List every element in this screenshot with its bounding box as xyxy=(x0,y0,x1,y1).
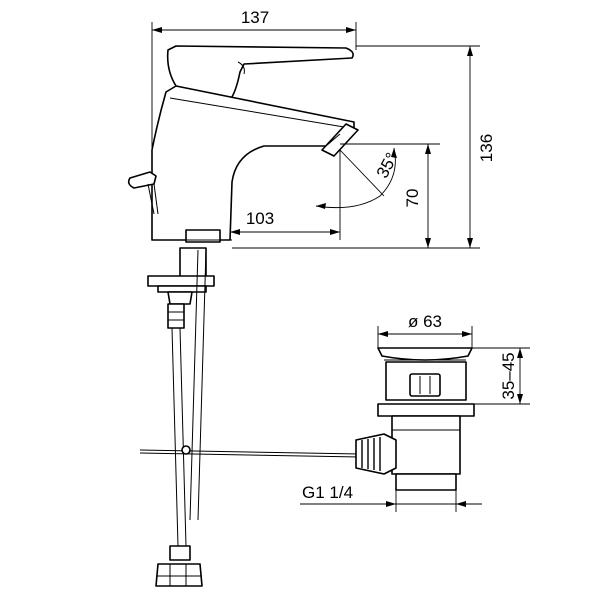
dim-waste-height: 35–45 xyxy=(499,352,518,399)
dimension-lines xyxy=(151,22,530,512)
supply-hose-right xyxy=(189,249,199,521)
dim-overall-height: 136 xyxy=(477,134,496,162)
dim-overall-width: 137 xyxy=(241,8,269,27)
threaded-shank xyxy=(179,247,207,279)
faucet xyxy=(127,45,359,587)
dim-waste-diameter: ø 63 xyxy=(408,312,442,331)
supply-hose-left-b xyxy=(179,327,187,547)
dim-connection-thread: G1 1/4 xyxy=(302,483,353,502)
drain-cap xyxy=(377,347,473,361)
dim-spout-reach: 103 xyxy=(246,209,274,228)
dim-spout-height: 70 xyxy=(403,189,422,208)
drain-lower-body xyxy=(391,415,461,475)
waste-drain xyxy=(355,347,475,491)
popup-connecting-rod xyxy=(139,445,361,458)
faucet-base xyxy=(185,229,221,243)
aerator xyxy=(321,123,359,157)
drain-flange-nut xyxy=(377,403,475,417)
faucet-body xyxy=(151,85,355,241)
hose-end-nut xyxy=(169,545,191,561)
dim-angle: 35° xyxy=(373,150,402,182)
connector-fitting xyxy=(167,303,185,329)
supply-hose-left xyxy=(171,327,179,547)
popup-rod-knob xyxy=(127,171,157,189)
drain-slot xyxy=(409,373,441,397)
dimension-labels: 137 136 70 103 35° ø 63 35–45 G1 1/4 xyxy=(241,8,518,502)
mixer-lever xyxy=(166,45,354,101)
mounting-washer xyxy=(147,275,215,287)
supply-hose-right-b xyxy=(197,249,207,521)
rod-connection-fitting xyxy=(355,433,397,475)
drain-outlet xyxy=(395,473,457,491)
